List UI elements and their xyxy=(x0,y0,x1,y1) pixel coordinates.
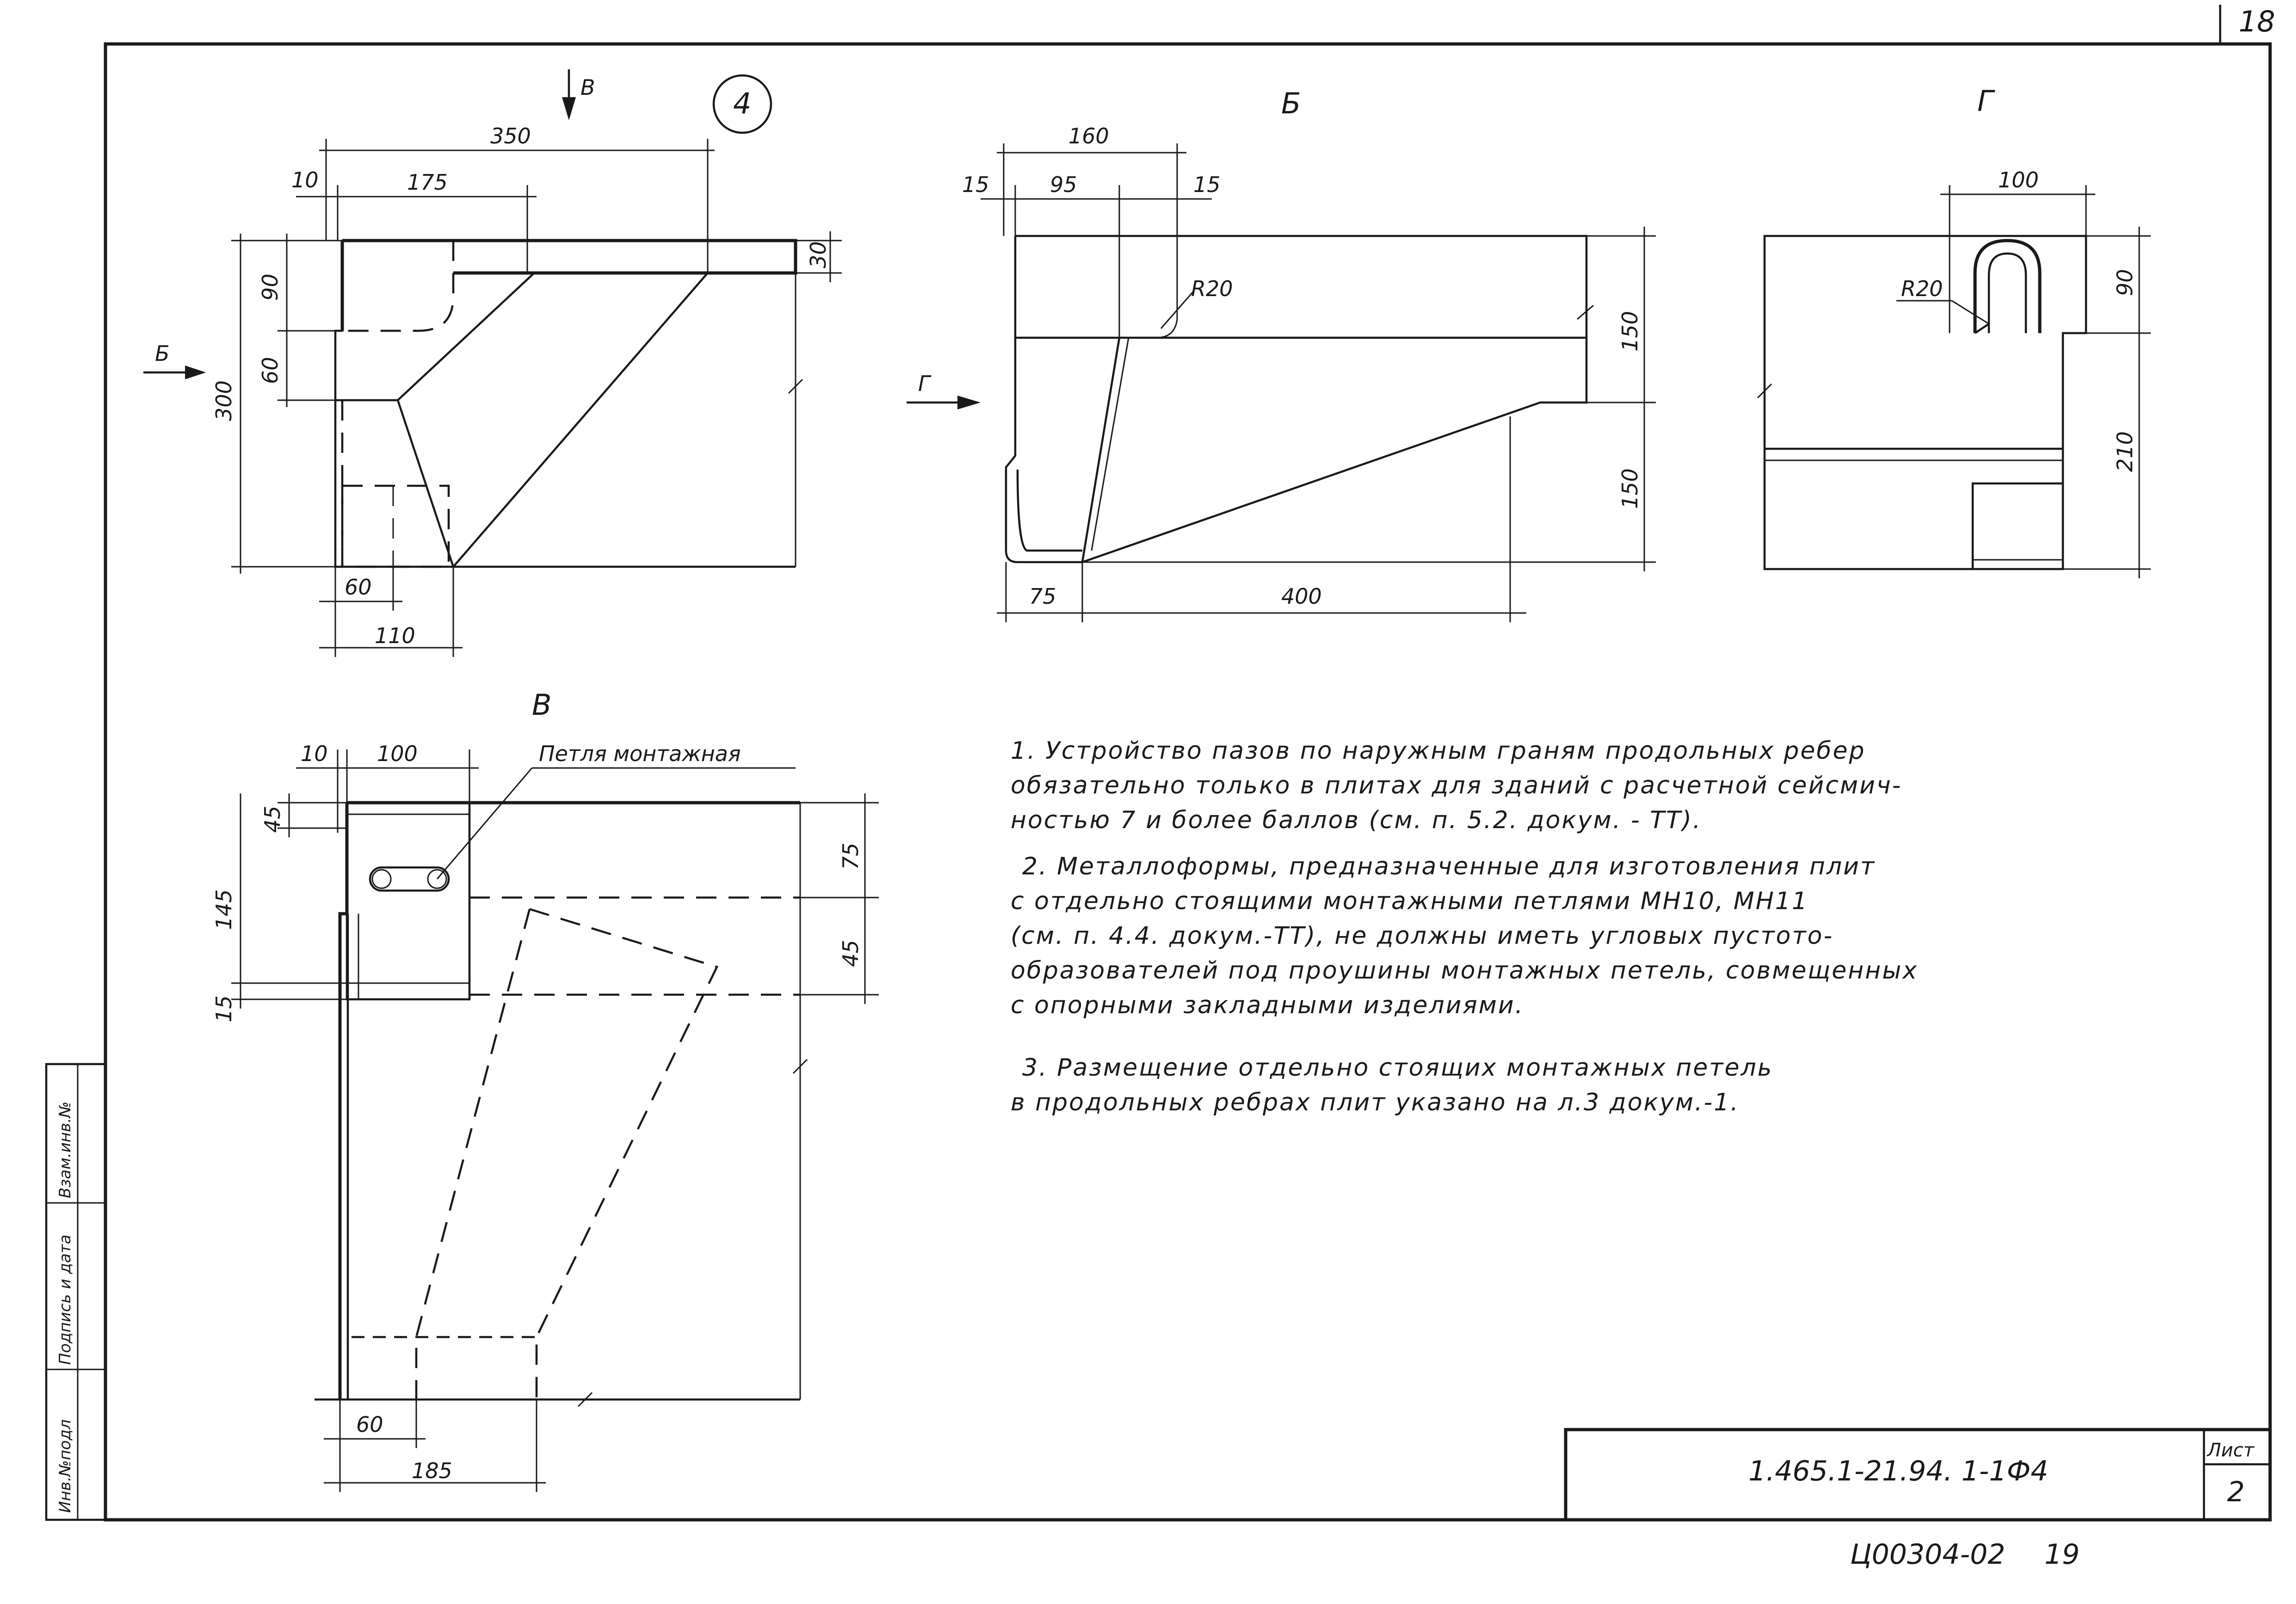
view-b-radius: R20 xyxy=(1191,276,1233,301)
note-line-4: 2. Металлоформы, предназначенные для изг… xyxy=(1022,853,1876,880)
archive-code: Ц00304-02 xyxy=(1850,1538,2005,1571)
side-label-sign: Подпись и дата xyxy=(56,1234,74,1365)
dim-175: 175 xyxy=(407,170,448,195)
dim-45-right: 45 xyxy=(838,940,863,967)
dim-60: 60 xyxy=(345,575,372,600)
note-line-2: обязательно только в плитах для зданий с… xyxy=(1011,772,1902,799)
sheet-frame: 18 xyxy=(104,5,2275,1522)
main-view: 4 В Б 350 10 175 xyxy=(143,69,842,657)
view-g-title: Г xyxy=(1977,84,1995,118)
view-b: Б Г R20 160 15 95 15 150 150 xyxy=(907,87,1656,622)
dim-75-v: 75 xyxy=(838,842,863,870)
drawing-code: 1.465.1-21.94. 1-1Ф4 xyxy=(1748,1455,2048,1487)
view-b-title: Б xyxy=(1281,87,1301,120)
arrow-label-v: В xyxy=(580,75,595,100)
dim-160: 160 xyxy=(1068,124,1109,149)
dim-400: 400 xyxy=(1281,584,1322,609)
note-line-1: 1. Устройство пазов по наружным граням п… xyxy=(1011,737,1865,765)
notes: 1. Устройство пазов по наружным граням п… xyxy=(1011,737,1918,1116)
side-label-inv: Инв.№подл xyxy=(56,1419,74,1513)
note-line-8: с опорными закладными изделиями. xyxy=(1011,991,1524,1019)
dim-100: 100 xyxy=(1998,167,2039,192)
view-number-circle xyxy=(712,74,772,134)
note-line-6: (см. п. 4.4. докум.-ТТ), не должны иметь… xyxy=(1011,922,1833,950)
dim-350: 350 xyxy=(490,124,531,149)
title-block: 1.465.1-21.94. 1-1Ф4 Лист 2 Ц00304-02 19 xyxy=(1564,1428,2272,1571)
corner-sheet-number: 18 xyxy=(2239,5,2275,38)
dim-145: 145 xyxy=(211,889,236,930)
side-label-replace: Взам.инв.№ xyxy=(56,1102,74,1198)
arrow-label-b: Б xyxy=(155,341,170,366)
dim-15-left: 15 xyxy=(962,172,989,197)
view-v: В Петля монтажная 10 100 xyxy=(211,688,879,1492)
dim-150-lower: 150 xyxy=(1617,468,1642,509)
dim-150-upper: 150 xyxy=(1617,311,1642,352)
dim-110: 110 xyxy=(375,623,415,648)
dim-90: 90 xyxy=(258,273,283,301)
dim-185: 185 xyxy=(412,1458,452,1483)
note-line-10: в продольных ребрах плит указано на л.3 … xyxy=(1011,1089,1740,1116)
note-line-3: ностью 7 и более баллов (см. п. 5.2. док… xyxy=(1011,806,1702,834)
archive-page: 19 xyxy=(2044,1538,2080,1571)
dim-90-g: 90 xyxy=(2112,269,2137,296)
dim-100-v: 100 xyxy=(377,741,418,766)
dim-60-v: 60 xyxy=(356,1412,383,1437)
loop-label: Петля монтажная xyxy=(539,741,741,766)
dim-75: 75 xyxy=(1029,584,1056,609)
view-g-radius: R20 xyxy=(1901,276,1943,301)
sheet-number: 2 xyxy=(2227,1476,2245,1508)
dim-45-left: 45 xyxy=(260,805,285,833)
sheet-label: Лист xyxy=(2206,1440,2255,1461)
dim-30: 30 xyxy=(806,241,831,268)
note-line-7: образователей под проушины монтажных пет… xyxy=(1011,957,1918,985)
view-g: Г R20 100 90 210 xyxy=(1757,84,2151,578)
view-v-title: В xyxy=(532,688,552,722)
dim-300: 300 xyxy=(211,380,236,421)
note-line-5: с отдельно стоящими монтажными петлями М… xyxy=(1011,887,1808,915)
note-line-9: 3. Размещение отдельно стоящих монтажных… xyxy=(1022,1054,1773,1082)
dim-10: 10 xyxy=(291,167,319,192)
view-number: 4 xyxy=(733,87,751,120)
side-stamp: Инв.№подл Подпись и дата Взам.инв.№ xyxy=(45,1063,107,1521)
dim-60-vertical: 60 xyxy=(258,357,283,384)
arrow-label-g: Г xyxy=(918,371,932,396)
dim-10-v: 10 xyxy=(301,741,328,766)
dim-210: 210 xyxy=(2112,431,2137,472)
dim-15-right: 15 xyxy=(1193,172,1221,197)
dim-15-v: 15 xyxy=(211,995,236,1022)
dim-95: 95 xyxy=(1050,172,1077,197)
